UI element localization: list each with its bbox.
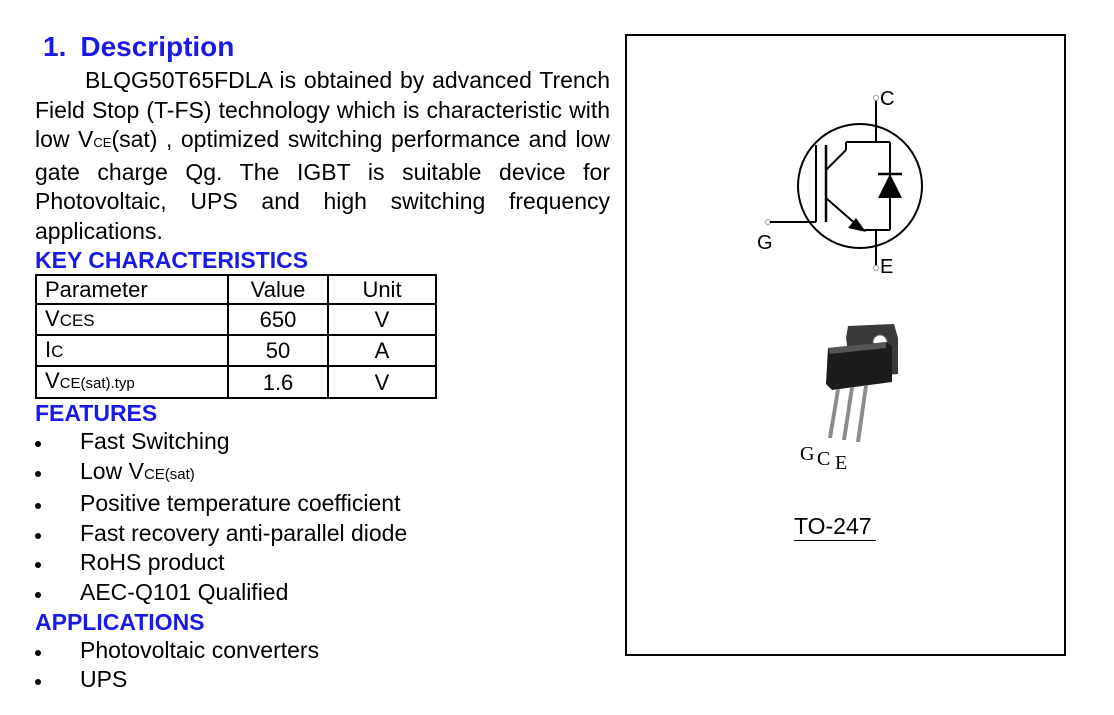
unit-cell: V (327, 303, 437, 336)
key-characteristics-heading: KEY CHARACTERISTICS (35, 247, 309, 273)
column-header: Unit (327, 274, 437, 305)
list-item: Photovoltaic converters (35, 636, 610, 666)
features-heading: FEATURES (35, 400, 158, 426)
applications-list: Photovoltaic converters UPS (35, 636, 610, 695)
column-header: Value (227, 274, 329, 305)
table-row: VCES 650 V (35, 303, 437, 336)
feature-text: Fast Switching (80, 428, 230, 454)
param-cell: VCE(sat).typ (35, 365, 229, 399)
param-cell: VCES (35, 303, 229, 336)
collector-label: C (880, 88, 895, 110)
package-pin-c: C (817, 448, 831, 470)
table-row: IC 50 A (35, 334, 437, 367)
table-header-row: Parameter Value Unit (35, 274, 437, 305)
description-subscript: CE (93, 135, 112, 150)
list-item: Low VCE(sat) (35, 457, 610, 490)
symbol-package-frame (625, 34, 1066, 656)
applications-heading: APPLICATIONS (35, 608, 205, 635)
package-pin-e: E (835, 452, 848, 474)
to247-package-illustration (826, 324, 898, 442)
param-subscript: C (51, 342, 64, 361)
param-subscript: CE(sat).typ (59, 375, 135, 392)
description-text-2: (sat) , optimized switching performance … (35, 126, 610, 244)
param-symbol: V (45, 368, 60, 393)
unit-cell: A (327, 334, 437, 367)
feature-subscript: CE(sat) (143, 465, 195, 483)
feature-text: Positive temperature coefficient (80, 490, 401, 517)
value-cell: 1.6 (227, 365, 329, 399)
unit-cell: V (327, 365, 437, 399)
package-name: TO-247 (794, 513, 876, 541)
gate-label: G (757, 232, 773, 254)
list-item: Fast recovery anti-parallel diode (35, 519, 610, 549)
param-symbol: I (45, 337, 52, 362)
description-heading: 1. Description (43, 30, 610, 64)
package-pin-g: G (800, 443, 815, 465)
list-item: Fast Switching (35, 427, 610, 457)
value-cell: 50 (227, 334, 329, 367)
column-header: Parameter (35, 274, 229, 305)
feature-text: Low V (80, 457, 144, 484)
value-cell: 650 (227, 303, 329, 336)
section-number: 1. (43, 31, 67, 62)
igbt-symbol-diagram (765, 95, 923, 271)
param-subscript: CES (59, 311, 95, 330)
list-item: RoHS product (35, 548, 610, 578)
emitter-label: E (880, 256, 894, 278)
feature-text: Fast recovery anti-parallel diode (80, 519, 408, 546)
content-column: 1. Description BLQG50T65FDLA is obtained … (35, 30, 610, 695)
list-item: UPS (35, 665, 610, 695)
section-title: Description (80, 31, 235, 62)
list-item: Positive temperature coefficient (35, 489, 610, 519)
feature-text: AEC-Q101 Qualified (80, 578, 289, 605)
list-item: AEC-Q101 Qualified (35, 578, 610, 608)
description-text-1: is obtained by advanced Trench Field Sto… (35, 67, 610, 152)
param-symbol: V (45, 306, 60, 331)
features-list: Fast Switching Low VCE(sat) Positive tem… (35, 427, 610, 608)
key-characteristics-table: Parameter Value Unit VCES 650 V IC 50 A … (35, 274, 437, 399)
param-cell: IC (35, 334, 229, 367)
part-number: BLQG50T65FDLA (85, 67, 272, 93)
table-row: VCE(sat).typ 1.6 V (35, 365, 437, 399)
feature-text: RoHS product (80, 549, 225, 576)
description-paragraph: BLQG50T65FDLA is obtained by advanced Tr… (35, 66, 610, 246)
